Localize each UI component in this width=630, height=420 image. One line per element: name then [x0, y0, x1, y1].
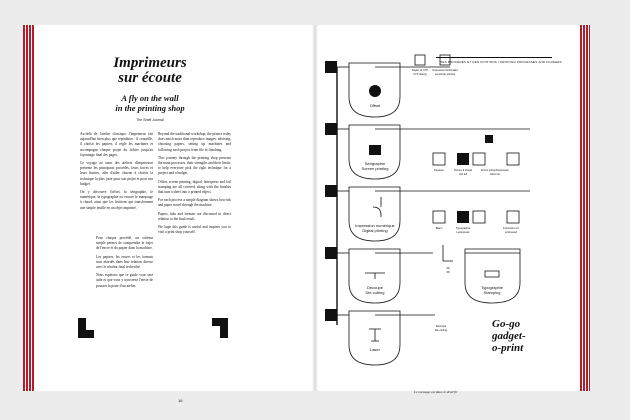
pipe-tap: [442, 245, 453, 262]
byline: The Shelf Journal: [136, 118, 164, 122]
valve-block: [325, 247, 337, 259]
process-label: Typographie: [481, 285, 504, 290]
output-box: [439, 54, 451, 66]
paragraph: Ce voyage au cœur des ateliers d'impress…: [80, 161, 153, 186]
printing-process-diagram: Offset Sérigraphie Screen printing Impre…: [325, 54, 530, 366]
decorative-block: [220, 318, 228, 338]
output-label: Découpe: [436, 324, 447, 328]
process-label-en: Stamping: [484, 290, 501, 295]
article-subtitle: A fly on the wall in the printing shop: [75, 93, 225, 113]
output-box: [506, 152, 520, 166]
paragraph: We hope this guide is useful and inspire…: [158, 225, 231, 235]
title-line-1: Imprimeurs: [113, 55, 187, 71]
heading-line: Go-go: [492, 318, 521, 330]
output-label: 3D: [446, 266, 449, 270]
process-label: Laser: [370, 347, 381, 352]
output-label-en: Die cutting: [435, 328, 448, 332]
process-label: Impression numérique: [355, 223, 395, 228]
heading-line: gadget-: [492, 330, 526, 342]
valve-block: [325, 61, 337, 73]
book-gutter: [312, 25, 318, 391]
process-bag-screen: [348, 124, 401, 180]
title-line-2: sur écoute: [118, 70, 182, 86]
paragraph: On y découvre l'offset, la sérigraphie, …: [80, 190, 153, 210]
output-label: Impression lenticulaire: [432, 68, 458, 72]
process-label-en: Screen printing: [362, 166, 389, 171]
subtitle-line-1: A fly on the wall: [121, 93, 179, 103]
output-label-en: Hot foil: [459, 172, 467, 176]
paragraph: Les papiers, les encres et les formats s…: [96, 254, 153, 270]
diagram-caption: Le message est dans le droit fil: [414, 390, 458, 394]
right-page: [315, 25, 579, 391]
white-ink-icon: [457, 211, 469, 223]
paragraph: Beyond the traditional workshop, the pri…: [158, 132, 231, 152]
page-number: 16: [178, 398, 183, 403]
output-box: [472, 152, 486, 166]
process-label: Sérigraphie: [365, 161, 386, 166]
output-label-en: Letterpress: [457, 230, 471, 234]
output-label-en: Lenticular printing: [435, 72, 456, 76]
output-label: Encre phosphorescente: [481, 168, 509, 172]
paragraph: Nous espérons que ce guide vous sera uti…: [96, 273, 153, 288]
output-marker: [485, 135, 493, 143]
paragraph: This journey through the printing shop p…: [158, 155, 231, 176]
process-label: Découpe: [367, 285, 384, 290]
valve-block: [325, 185, 337, 197]
hot-foil-icon: [457, 153, 469, 165]
output-label: Typographie: [456, 226, 471, 230]
process-bag-offset: [348, 62, 401, 118]
text-column-2: Pour chaque procédé, un schéma simple pe…: [96, 236, 153, 292]
text-column-3: Beyond the traditional workshop, the pri…: [158, 132, 231, 238]
paragraph: Papers, inks and formats are discussed i…: [158, 211, 231, 221]
go-go-gadget-heading: Go-go gadget- o-print: [492, 318, 562, 354]
digital-d-icon: [372, 197, 382, 217]
paragraph: Au-delà de l'atelier classique, l'imprim…: [80, 132, 153, 157]
right-page-edge: [579, 25, 590, 391]
offset-drum-icon: [369, 85, 381, 97]
header-rule: [436, 57, 552, 58]
decorative-block: [86, 330, 94, 338]
output-label: Blanc: [436, 226, 443, 230]
process-bag-stamping: [464, 248, 521, 304]
valve-block: [325, 309, 337, 321]
left-page-edge: [23, 25, 34, 391]
output-label: Impression en: [503, 226, 520, 230]
process-bag-diecut: [348, 248, 401, 304]
process-label-en: Digital printing: [362, 228, 387, 233]
output-box: [472, 210, 486, 224]
output-label: Papier et CTP: [412, 68, 429, 72]
output-box: [414, 54, 426, 66]
article-title: Imprimeurs sur écoute: [75, 56, 225, 86]
output-box: [506, 210, 520, 224]
text-column-1: Au-delà de l'atelier classique, l'imprim…: [80, 132, 153, 214]
heading-line: o-print: [492, 342, 524, 354]
paragraph: Pour chaque procédé, un schéma simple pe…: [96, 236, 153, 251]
output-label: Dorure à chaud: [454, 168, 472, 172]
subtitle-line-2: in the printing shop: [115, 102, 185, 113]
process-bag-digital: [348, 186, 401, 242]
decorative-block: [78, 318, 86, 338]
decorative-block: [212, 318, 220, 326]
laser-icon: [369, 328, 381, 342]
process-bag-laser: [348, 310, 401, 366]
output-label-en: 3D: [446, 270, 449, 274]
diagram-header: DES PROCÉDÉS ET DES FINITIONS / PRINTING…: [440, 60, 562, 64]
output-box: [432, 210, 446, 224]
paragraph: Offset, screen printing, digital, letter…: [158, 179, 231, 195]
output-label-en: Glow ink: [490, 172, 501, 176]
output-label-en: embossed: [505, 230, 518, 234]
output-box: [432, 152, 446, 166]
screen-frame-icon: [369, 145, 381, 155]
output-label-en: CTP plating: [413, 72, 427, 76]
die-cut-icon: [365, 272, 385, 279]
valve-block: [325, 123, 337, 135]
process-label: Offset: [370, 103, 381, 108]
paragraph: For each process a simple diagram shows …: [158, 198, 231, 208]
output-label: Pantone: [434, 168, 444, 172]
process-label-en: Die cutting: [366, 290, 385, 295]
stamp-icon: [484, 270, 500, 278]
